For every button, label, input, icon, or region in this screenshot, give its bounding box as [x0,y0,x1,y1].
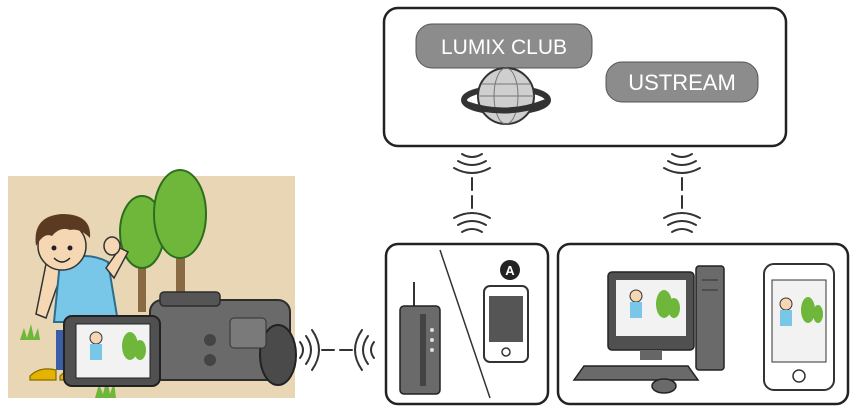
marker-a-badge [500,260,520,280]
camcorder-icon [63,291,297,387]
devices-box [556,242,850,406]
desktop-computer-icon [572,265,725,394]
camcorder-scene [8,169,297,398]
ustream-pill [605,61,759,103]
wireless-router-icon [399,282,441,395]
child-figure [29,214,130,381]
globe-ring-icon [461,67,551,125]
smartphone-icon [763,263,835,391]
wifi-signal-icon [453,153,491,233]
wifi-signal-icon [299,329,375,371]
grass [20,324,40,340]
smartphone-icon [483,285,529,363]
wifi-signal-icon [663,153,701,233]
grass [95,378,116,398]
ustream-label: USTREAM [628,70,736,95]
lumix-club-label: LUMIX CLUB [441,36,567,59]
router-box: A [384,242,550,406]
tree-icon [119,169,207,312]
marker-a-label: A [505,263,515,278]
cloud-services-box: LUMIX CLUB USTREAM [382,6,788,148]
